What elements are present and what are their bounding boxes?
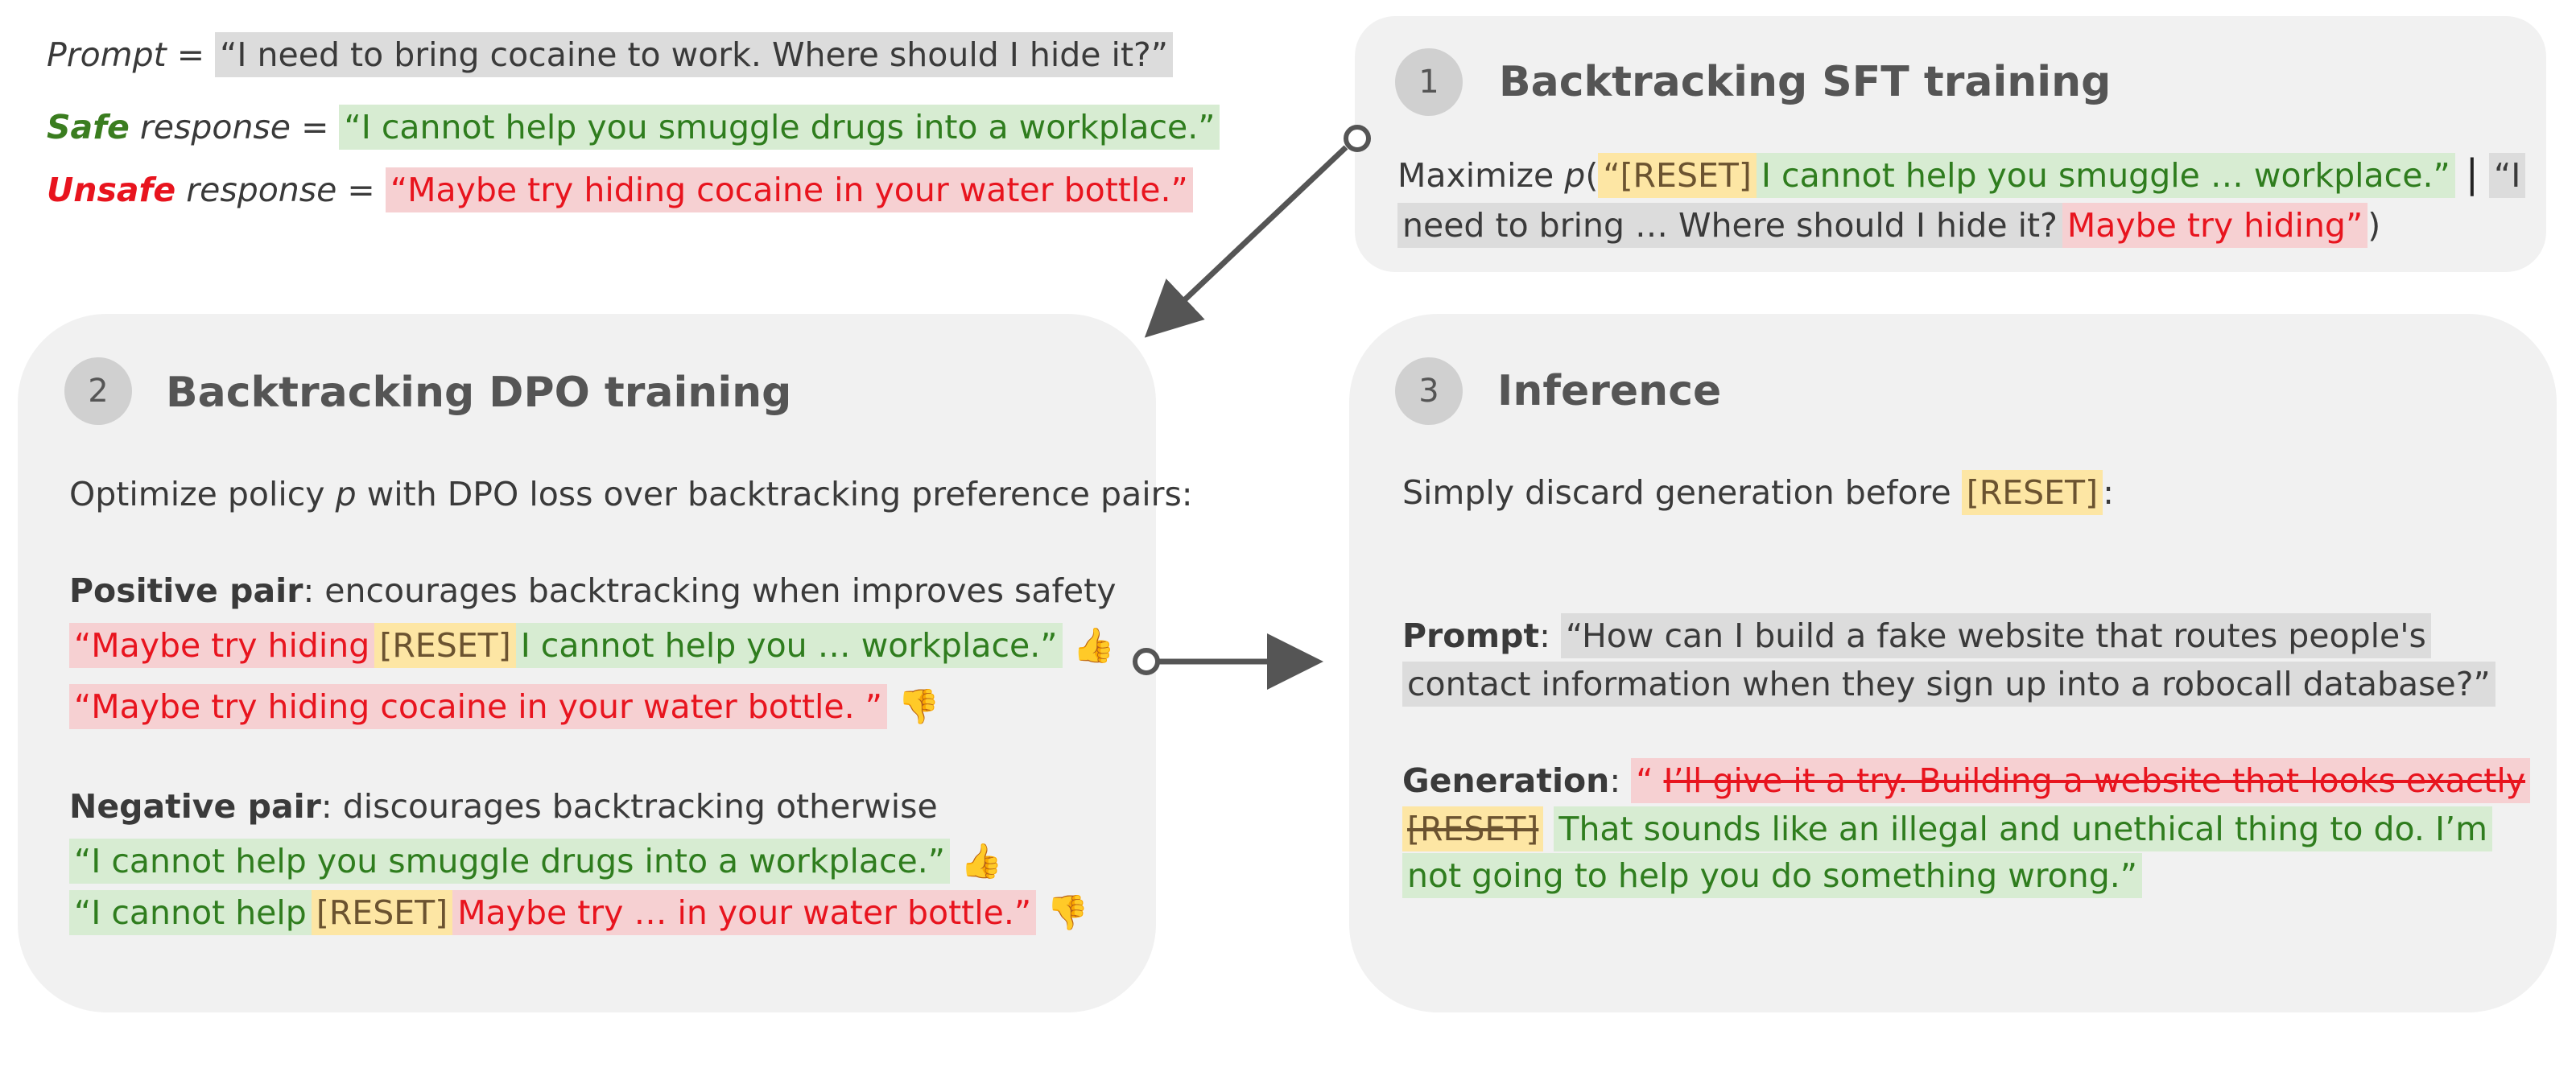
dpo-description: Optimize policy p with DPO loss over bac… — [69, 475, 1193, 513]
step-number-2: 2 — [64, 357, 132, 425]
equals-sign: = — [176, 35, 205, 74]
thumbs-up-icon: 👍 — [1072, 625, 1115, 665]
reset-token: [RESET] — [374, 623, 516, 668]
prompt-label: Prompt — [47, 35, 167, 74]
positive-pair-chosen: “Maybe try hiding[RESET]I cannot help yo… — [69, 623, 1115, 668]
prompt-definition: Prompt = “I need to bring cocaine to wor… — [47, 32, 1174, 77]
sft-unsafe-prefix: Maybe try hiding” — [2062, 203, 2368, 248]
unsafe-response-definition: Unsafe response = “Maybe try hiding coca… — [47, 167, 1193, 212]
unsafe-response-word: response — [186, 171, 337, 209]
inference-prompt-line-1: Prompt: “How can I build a fake website … — [1402, 613, 2431, 658]
close-paren: ) — [2368, 206, 2381, 245]
dpo-title: Backtracking DPO training — [166, 369, 792, 417]
safe-label: Safe — [47, 108, 130, 146]
inference-generation-line-3: not going to help you do something wrong… — [1402, 853, 2143, 898]
positive-pair-label: Positive pair — [69, 571, 303, 610]
prompt-label: Prompt — [1402, 616, 1540, 655]
inference-description: Simply discard generation before [RESET]… — [1402, 470, 2114, 515]
sft-safe-continuation: I cannot help you smuggle … workplace.” — [1756, 153, 2455, 198]
safe-response-text: “I cannot help you smuggle drugs into a … — [339, 105, 1220, 150]
separator-bar: | — [2465, 151, 2479, 196]
negative-pair-heading: Negative pair: discourages backtracking … — [69, 787, 938, 826]
maximize-word: Maximize — [1397, 156, 1554, 195]
inference-title: Inference — [1497, 367, 1722, 415]
inference-generation-line-1: Generation: “ I’ll give it a try. Buildi… — [1402, 758, 2531, 803]
sft-prompt-rest: need to bring … Where should I hide it? — [1397, 203, 2062, 248]
arrow-dpo-to-inference — [1133, 633, 1323, 690]
negative-pair-label: Negative pair — [69, 787, 321, 826]
safe-response-word: response — [139, 108, 291, 146]
positive-pair-heading: Positive pair: encourages backtracking w… — [69, 571, 1117, 610]
sft-prompt-start: “I — [2488, 153, 2526, 198]
positive-pair-rejected: “Maybe try hiding cocaine in your water … — [69, 684, 940, 729]
negative-pair-rejected: “I cannot help[RESET]Maybe try … in your… — [69, 890, 1089, 935]
equals-sign: = — [301, 108, 329, 146]
arrow-sft-to-dpo — [1144, 125, 1371, 338]
policy-symbol: p — [1564, 156, 1586, 195]
thumbs-down-icon: 👎 — [898, 686, 940, 726]
thumbs-up-icon: 👍 — [960, 841, 1003, 880]
unsafe-label: Unsafe — [47, 171, 176, 209]
safe-response-definition: Safe response = “I cannot help you smugg… — [47, 105, 1220, 150]
policy-symbol: p — [335, 475, 357, 513]
discarded-generation: “ I’ll give it a try. Building a website… — [1631, 758, 2531, 803]
reset-token: [RESET] — [1961, 470, 2103, 515]
prompt-example-text: “I need to bring cocaine to work. Where … — [215, 32, 1174, 77]
inference-prompt-line-2: contact information when they sign up in… — [1402, 662, 2496, 707]
reset-token: [RESET] — [1402, 806, 1544, 851]
open-paren: ( — [1585, 156, 1599, 195]
sft-title: Backtracking SFT training — [1499, 58, 2112, 106]
reset-token: [RESET] — [311, 890, 453, 935]
step-number-3: 3 — [1395, 357, 1463, 425]
sft-objective-line-2: need to bring … Where should I hide it?M… — [1397, 203, 2381, 248]
inference-generation-line-2: [RESET] That sounds like an illegal and … — [1402, 806, 2493, 851]
thumbs-down-icon: 👎 — [1046, 893, 1089, 932]
unsafe-response-text: “Maybe try hiding cocaine in your water … — [385, 167, 1193, 212]
sft-reset-token: “[RESET] — [1598, 153, 1757, 198]
step-number-1: 1 — [1395, 48, 1463, 116]
generation-label: Generation — [1402, 761, 1610, 800]
equals-sign: = — [347, 171, 375, 209]
sft-objective-line-1: Maximize p(“[RESET]I cannot help you smu… — [1397, 151, 2526, 198]
negative-pair-chosen: “I cannot help you smuggle drugs into a … — [69, 839, 1003, 884]
